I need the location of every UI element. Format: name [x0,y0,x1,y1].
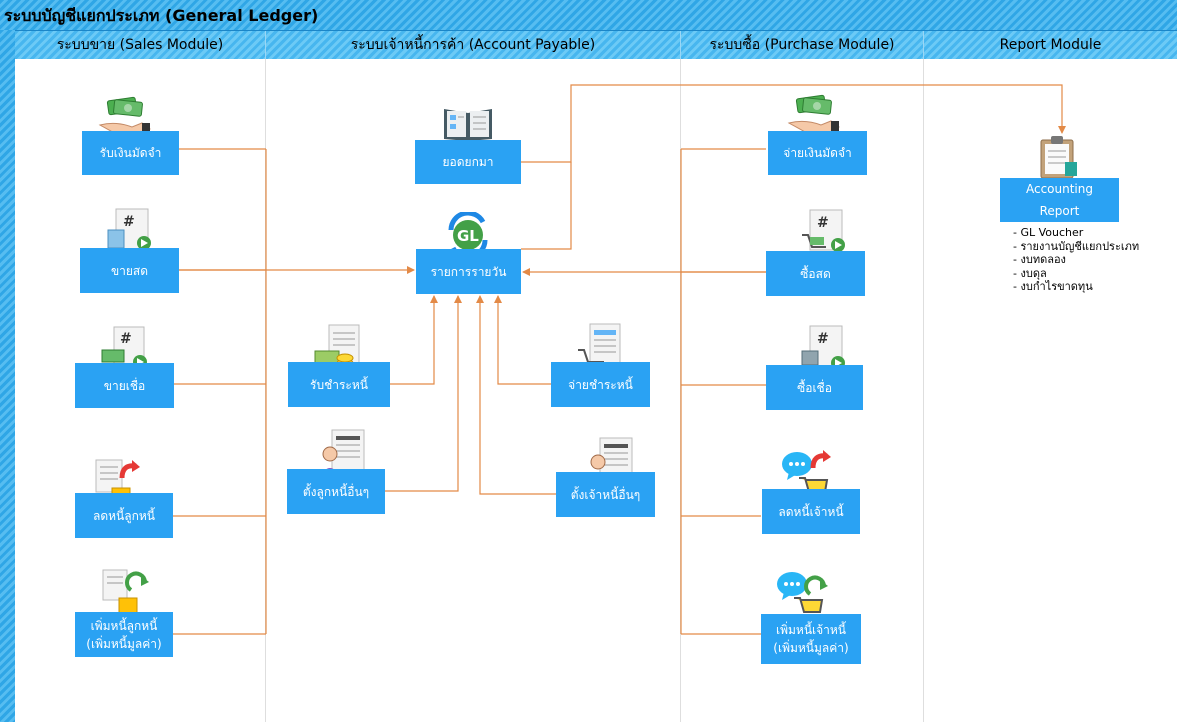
left-strip [0,30,15,722]
hash-glyph: # [120,331,132,347]
column-header-report: Report Module [924,31,1177,59]
page-title: ระบบบัญชีแยกประเภท (General Ledger) [4,6,319,25]
increase-debtor-node[interactable]: เพิ่มหนี้ลูกหนี้ (เพิ่มหนี้มูลค่า) [75,612,173,657]
credit-sale-label: ขายเชื่อ [103,378,146,393]
other-creditor-label: ตั้งเจ้าหนี้อื่นๆ [570,487,641,502]
cash-purchase-label: ซื้อสด [800,266,831,281]
increase-debtor-sublabel: (เพิ่มหนี้มูลค่า) [86,636,162,651]
document-hash-icon: # [802,209,845,252]
document-hash-icon: # [107,208,151,250]
cash-sale-label: ขายสด [110,263,149,278]
increase-debtor-label: เพิ่มหนี้ลูกหนี้ [90,618,158,633]
reduce-debtor-label: ลดหนี้ลูกหนี้ [93,508,155,523]
report-item-income-statement[interactable]: - งบกำไรขาดทุน [1013,280,1093,293]
daily-journal-node[interactable]: รายการรายวัน [416,249,521,294]
column-header-sales: ระบบขาย (Sales Module) [15,31,266,59]
accounting-report-label-2: Report [1039,204,1080,218]
book-icon [444,109,492,141]
reduce-creditor-node[interactable]: ลดหนี้เจ้าหนี้ [762,489,860,534]
accounting-report-label-1: Accounting [1025,182,1093,196]
daily-journal-label: รายการรายวัน [430,264,507,279]
receive-payment-label: รับชำระหนี้ [310,377,368,392]
accounting-report-node[interactable]: Accounting Report [1000,178,1119,222]
hash-glyph: # [817,215,829,231]
brought-forward-label: ยอดยกมา [442,155,494,169]
reduce-creditor-label: ลดหนี้เจ้าหนี้ [778,504,844,519]
column-header-purchase: ระบบซื้อ (Purchase Module) [681,31,924,59]
cash-sale-node[interactable]: ขายสด [80,248,179,293]
deposit-pay-node[interactable]: จ่ายเงินมัดจำ [768,131,867,175]
report-item-balance-sheet[interactable]: - งบดุล [1013,266,1047,280]
other-debtor-node[interactable]: ตั้งลูกหนี้อื่นๆ [287,469,385,514]
title-bar: ระบบบัญชีแยกประเภท (General Ledger) [0,0,1177,31]
report-list: - GL Voucher - รายงานบัญชีแยกประเภท - งบ… [1013,226,1139,294]
column-header-payable: ระบบเจ้าหนี้การค้า (Account Payable) [266,31,681,59]
clipboard-icon [1040,136,1077,179]
receive-payment-node[interactable]: รับชำระหนี้ [288,362,390,407]
pay-payment-node[interactable]: จ่ายชำระหนี้ [551,362,650,407]
reduce-debtor-node[interactable]: ลดหนี้ลูกหนี้ [75,493,173,538]
column-divider [923,59,924,722]
credit-purchase-node[interactable]: ซื้อเชื่อ [766,365,863,410]
deposit-receive-node[interactable]: รับเงินมัดจำ [82,131,179,175]
chat-cart-icon [777,572,828,618]
hash-glyph: # [817,331,829,347]
chat-cart-icon [782,450,831,498]
cash-purchase-node[interactable]: ซื้อสด [766,251,865,296]
credit-sale-node[interactable]: ขายเชื่อ [75,363,174,408]
hash-glyph: # [123,214,135,230]
increase-creditor-label: เพิ่มหนี้เจ้าหนี้ [775,623,847,637]
report-item-ledger[interactable]: - รายงานบัญชีแยกประเภท [1013,239,1140,253]
report-item-trial-balance[interactable]: - งบทดลอง [1013,253,1066,266]
paper-refresh-icon [102,569,149,615]
pay-payment-label: จ่ายชำระหนี้ [568,377,633,392]
gl-badge: GL [457,227,479,245]
other-creditor-node[interactable]: ตั้งเจ้าหนี้อื่นๆ [556,472,655,517]
deposit-receive-label: รับเงินมัดจำ [99,146,162,160]
report-item-gl-voucher[interactable]: - GL Voucher [1013,226,1084,239]
credit-purchase-label: ซื้อเชื่อ [797,380,832,395]
brought-forward-node[interactable]: ยอดยกมา [415,140,521,184]
increase-creditor-node[interactable]: เพิ่มหนี้เจ้าหนี้ (เพิ่มหนี้มูลค่า) [761,614,861,664]
other-debtor-label: ตั้งลูกหนี้อื่นๆ [302,484,370,499]
deposit-pay-label: จ่ายเงินมัดจำ [783,146,852,160]
increase-creditor-sublabel: (เพิ่มหนี้มูลค่า) [773,641,849,655]
